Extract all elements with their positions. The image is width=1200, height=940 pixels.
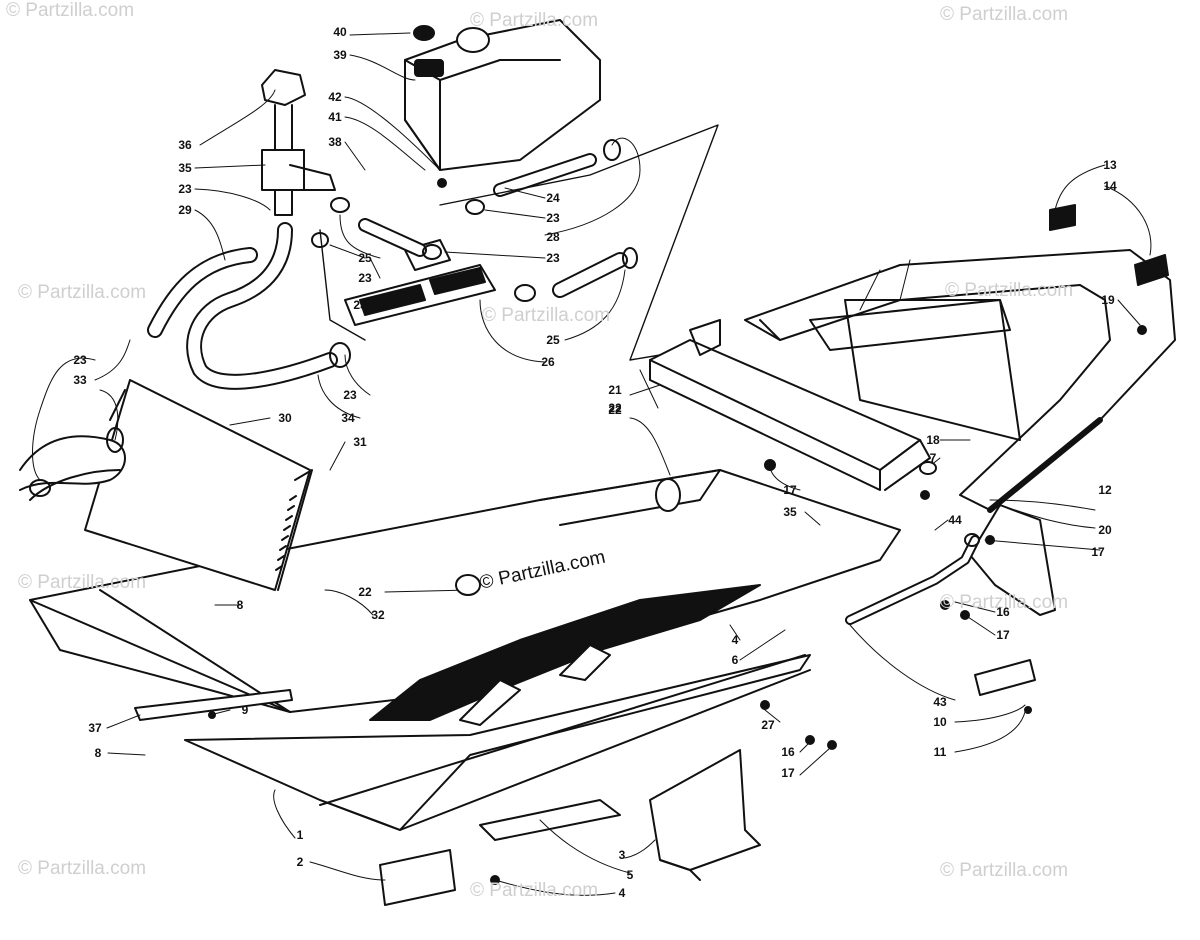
- watermark: © Partzilla.com: [470, 10, 599, 31]
- callout-label: 44: [948, 513, 962, 527]
- callout-label: 1: [296, 828, 304, 842]
- callout-label: 27: [761, 718, 775, 732]
- callout-label: 41: [328, 110, 342, 124]
- watermark: © Partzilla.com: [18, 858, 147, 879]
- callout-label: 9: [241, 703, 249, 717]
- callout-label: 34: [341, 411, 355, 425]
- callout-label: 23: [546, 211, 560, 225]
- decals: [1049, 204, 1169, 286]
- callout-label: 17: [781, 766, 795, 780]
- left-hose-assembly: [19, 389, 126, 501]
- callout-label: 29: [178, 203, 192, 217]
- callout-label: 23: [73, 353, 87, 367]
- assembly-outline: [319, 124, 719, 361]
- callout-label: 4: [618, 886, 626, 900]
- rear-tube: [845, 533, 980, 625]
- hardware: [208, 178, 1147, 885]
- side-panel: [84, 379, 313, 591]
- callout-label: 16: [996, 605, 1010, 619]
- callout-label: 23: [343, 388, 357, 402]
- leader-lines: [32, 32, 1152, 896]
- callout-label: 23: [358, 271, 372, 285]
- callout-label: 30: [278, 411, 292, 425]
- callout-label: 17: [783, 483, 797, 497]
- watermark: © Partzilla.com: [945, 280, 1074, 301]
- callout-label: 39: [333, 48, 347, 62]
- callout-label: 42: [328, 90, 342, 104]
- callout-label: 8: [94, 746, 102, 760]
- skid-plate: [184, 654, 811, 831]
- short-hoses: [311, 139, 638, 302]
- watermark: © Partzilla.com: [940, 860, 1069, 881]
- callout-label: 35: [783, 505, 797, 519]
- callout-label: 22: [608, 401, 622, 415]
- callout-label: 33: [73, 373, 87, 387]
- callout-label: 21: [608, 383, 622, 397]
- coolant-hose: [147, 222, 351, 390]
- callout-label: 12: [1098, 483, 1112, 497]
- callout-label: 8: [236, 598, 244, 612]
- watermark: © Partzilla.com: [18, 282, 147, 303]
- watermark: © Partzilla.com: [18, 572, 147, 593]
- callout-label: 26: [541, 355, 555, 369]
- callout-label: 5: [626, 868, 634, 882]
- callout-label: 32: [371, 608, 385, 622]
- callout-label: 25: [358, 251, 372, 265]
- callout-label: 17: [996, 628, 1010, 642]
- callout-label: 17: [1091, 545, 1105, 559]
- callout-label: 38: [328, 135, 342, 149]
- callout-label: 18: [926, 433, 940, 447]
- callout-label: 23: [353, 298, 367, 312]
- callout-label: 25: [546, 333, 560, 347]
- callout-label: 14: [1103, 179, 1117, 193]
- callout-label: 35: [178, 161, 192, 175]
- callout-label: 7: [929, 451, 937, 465]
- small-plate: [379, 849, 456, 906]
- callout-label: 20: [1098, 523, 1112, 537]
- callout-label: 23: [546, 251, 560, 265]
- callout-label: 23: [178, 182, 192, 196]
- bracket: [649, 749, 761, 881]
- watermark: © Partzilla.com: [6, 0, 135, 21]
- reinforcement-plate: [479, 799, 621, 841]
- watermark: © Partzilla.com: [940, 4, 1069, 25]
- callout-label: 37: [88, 721, 102, 735]
- reflector: [974, 659, 1036, 696]
- callout-label: 3: [618, 848, 626, 862]
- callout-label: 24: [546, 191, 560, 205]
- callout-label: 10: [933, 715, 947, 729]
- callout-label: 36: [178, 138, 192, 152]
- watermark: © Partzilla.com: [470, 880, 599, 901]
- callout-label: 4: [731, 633, 739, 647]
- watermark: © Partzilla.com: [940, 592, 1069, 613]
- callout-label: 19: [1101, 293, 1115, 307]
- callout-label: 22: [608, 403, 622, 417]
- callout-label: 11: [933, 745, 947, 759]
- callout-label: 31: [353, 435, 367, 449]
- callout-label: 22: [358, 585, 372, 599]
- callout-label: 16: [781, 745, 795, 759]
- callout-label: 2: [296, 855, 304, 869]
- callout-label: 40: [333, 25, 347, 39]
- filler-neck: [261, 69, 336, 216]
- callout-label: 13: [1103, 158, 1117, 172]
- rear-bumper: [744, 249, 1176, 513]
- belly-pan-decal: [369, 584, 761, 726]
- watermark: © Partzilla.com: [482, 305, 611, 326]
- callout-label: 6: [731, 653, 739, 667]
- fuel-cap: [413, 25, 435, 41]
- rear-crossmember: [649, 319, 931, 491]
- callout-label: 28: [546, 230, 560, 244]
- fuel-tank: [404, 19, 601, 171]
- callout-label: 43: [933, 695, 947, 709]
